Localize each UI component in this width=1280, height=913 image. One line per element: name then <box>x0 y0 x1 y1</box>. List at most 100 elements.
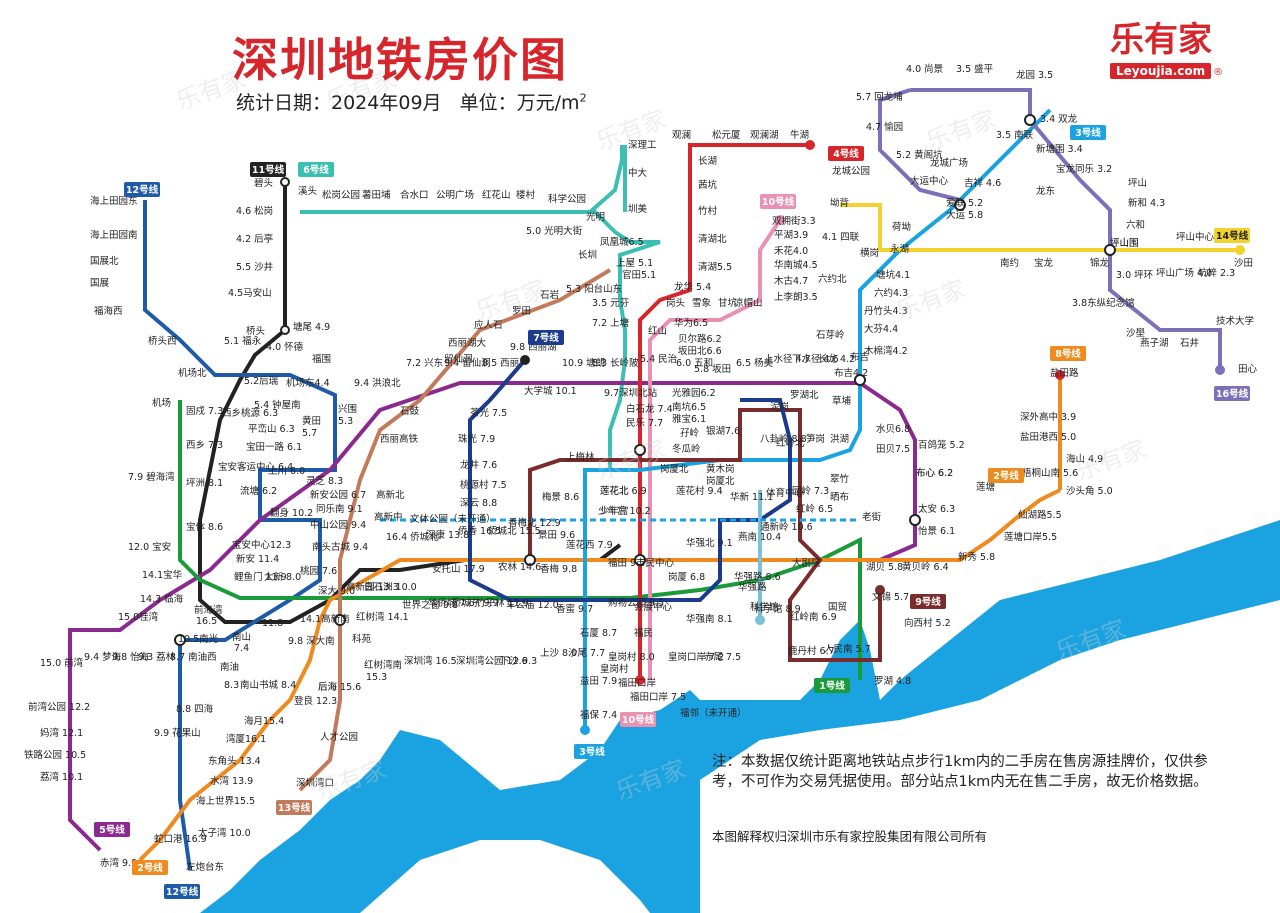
station-label[interactable]: 泥岗 <box>770 401 789 413</box>
line-badge-l6[interactable]: 6号线 <box>298 162 334 177</box>
station-label[interactable]: 福田口岸 7.5 <box>630 691 686 703</box>
station-label[interactable]: 后海 <box>318 681 338 693</box>
station-label[interactable]: 人民南 5.7 <box>824 643 871 655</box>
station-label[interactable]: 16.5 <box>196 616 217 627</box>
station-label[interactable]: 石芽岭 <box>816 329 845 341</box>
station-label[interactable]: 深圳湾口 <box>296 777 334 789</box>
station-dot[interactable] <box>280 325 290 335</box>
station-label[interactable]: 5.3 <box>338 416 353 427</box>
line-badge-l1[interactable]: 1号线 <box>814 678 850 693</box>
station-label[interactable]: 石井 <box>1180 337 1199 349</box>
station-label[interactable]: 雅宝6.1 <box>672 413 706 425</box>
station-label[interactable]: 鲤鱼门 11.9 <box>234 571 287 583</box>
station-label[interactable]: 坪洲 8.1 <box>186 477 223 489</box>
station-label[interactable]: 新秀 5.8 <box>958 551 995 563</box>
station-label[interactable]: 留仙洞 <box>444 353 473 365</box>
station-label[interactable]: 西乡桃源 6.3 <box>222 407 278 419</box>
station-label[interactable]: 妈湾 12.1 <box>40 727 83 739</box>
station-label[interactable]: 灵芝 8.3 <box>306 475 343 487</box>
station-label[interactable]: 华强北 9.1 <box>686 537 733 549</box>
station-label[interactable]: 燕子湖 <box>1140 337 1169 349</box>
station-label[interactable]: 侨城东 9.9 <box>452 597 499 609</box>
station-label[interactable]: 文体公园（未开通） <box>410 513 496 525</box>
station-label[interactable]: 登良 12.3 <box>294 695 337 707</box>
station-label[interactable]: 田贝7.5 <box>876 444 910 455</box>
station-dot[interactable] <box>524 554 536 566</box>
station-label[interactable]: 沙田 <box>1234 258 1253 269</box>
station-label[interactable]: 红花山 <box>482 189 511 201</box>
station-label[interactable]: 水贝6.8 <box>876 423 910 435</box>
station-label[interactable]: 罗田 <box>512 306 531 317</box>
station-label[interactable]: 沙尾 7.7 <box>568 648 605 659</box>
station-label[interactable]: 龙华 5.4 <box>674 281 711 293</box>
station-label[interactable]: 龙东 <box>1036 185 1055 197</box>
station-label[interactable]: 白石洲 10.0 <box>364 581 417 593</box>
station-label[interactable]: 机场北 <box>178 367 207 379</box>
station-label[interactable]: 沙壆 <box>1126 327 1145 339</box>
station-dot[interactable] <box>520 355 530 365</box>
station-label[interactable]: 福围 <box>312 353 331 365</box>
station-label[interactable]: 9.9 花果山 <box>154 727 201 739</box>
station-label[interactable]: 塘尾 4.9 <box>293 321 330 333</box>
station-label[interactable]: 翠竹 <box>830 473 850 485</box>
station-dot[interactable] <box>635 675 645 685</box>
station-label[interactable]: 10.5南光 <box>178 633 219 645</box>
station-dot[interactable] <box>755 615 765 625</box>
station-dot[interactable] <box>805 140 815 150</box>
station-label[interactable]: 上水径 4.7 <box>764 353 811 365</box>
station-label[interactable]: 上沙 8.0 <box>540 648 577 659</box>
station-label[interactable]: 桥头西 <box>148 335 177 347</box>
station-label[interactable]: 8.5 西丽 <box>482 358 519 369</box>
station-label[interactable]: 荷坳 <box>892 221 911 233</box>
station-label[interactable]: 六和 <box>1126 219 1145 231</box>
station-label[interactable]: 3.8东纵纪念馆 <box>1072 297 1135 309</box>
station-label[interactable]: 市民中心 <box>636 557 675 569</box>
station-dot[interactable] <box>280 177 290 187</box>
station-label[interactable]: 9.4 洪浪北 <box>354 377 401 389</box>
station-label[interactable]: 宝安客运中心 6.4 <box>218 461 293 473</box>
station-label[interactable]: 龙城公园 <box>832 165 870 177</box>
station-label[interactable]: 14.1高新南 <box>300 613 350 625</box>
station-label[interactable]: 向西村 5.2 <box>904 617 951 629</box>
station-label[interactable]: 海上世界15.5 <box>196 795 255 807</box>
station-label[interactable]: 黄木岗 <box>706 463 735 475</box>
station-label[interactable]: 科学馆 <box>750 601 779 613</box>
station-label[interactable]: 农林 14.6 <box>498 561 541 573</box>
station-label[interactable]: 银湖7.6 <box>706 425 740 437</box>
station-label[interactable]: 梅景 8.6 <box>542 491 579 503</box>
station-label[interactable]: 少年宫 10.2 <box>598 505 651 517</box>
station-label[interactable]: 光明 <box>586 211 605 223</box>
station-label[interactable]: 坪山中心 <box>1176 231 1215 243</box>
station-dot[interactable] <box>634 444 646 456</box>
station-label[interactable]: 桃园 7.6 <box>300 565 337 577</box>
station-label[interactable]: 固戍 7.3 <box>186 405 223 417</box>
station-label[interactable]: 草埔 <box>832 395 852 407</box>
station-dot[interactable] <box>1235 245 1245 255</box>
station-label[interactable]: 岗厦北 <box>706 476 735 487</box>
station-label[interactable]: 高新北 <box>376 489 405 501</box>
station-label[interactable]: 5.7 <box>302 428 317 439</box>
station-label[interactable]: 5.7 回龙埔 <box>856 91 903 103</box>
station-label[interactable]: 南约 <box>1000 257 1019 269</box>
station-label[interactable]: 9.8 西丽湖 <box>510 342 557 353</box>
station-label[interactable]: 应人石 <box>474 319 503 331</box>
station-label[interactable]: 丹竹头4.3 <box>864 305 908 317</box>
station-label[interactable]: 华强路 8.6 <box>734 571 781 583</box>
station-label[interactable]: 科学公园 <box>548 193 586 205</box>
station-label[interactable]: 华为6.5 <box>674 317 708 329</box>
station-label[interactable]: 9.8 怡海 <box>112 651 150 663</box>
station-label[interactable]: 清湖北 <box>698 233 727 245</box>
station-label[interactable]: 新安公园 6.7 <box>310 489 366 501</box>
station-label[interactable]: 福田口岸 <box>618 677 657 689</box>
station-label[interactable]: 石岩 <box>540 289 559 301</box>
station-label[interactable]: 5.4 钟屋南 <box>254 399 301 411</box>
station-label[interactable]: 景田 9.6 <box>538 530 575 541</box>
station-label[interactable]: 深圳湾公园 12.6 <box>456 655 528 667</box>
station-label[interactable]: 14.1宝华 <box>142 569 183 581</box>
station-label[interactable]: 凤凰城6.5 <box>600 237 644 248</box>
station-label[interactable]: 文锦 5.7 <box>872 591 909 603</box>
line-badge-l5[interactable]: 5号线 <box>94 822 130 837</box>
station-label[interactable]: 横岗 <box>860 247 879 259</box>
station-label[interactable]: 5.0 光明大街 <box>526 225 583 237</box>
station-label[interactable]: 高新园 13.3 <box>346 581 399 593</box>
